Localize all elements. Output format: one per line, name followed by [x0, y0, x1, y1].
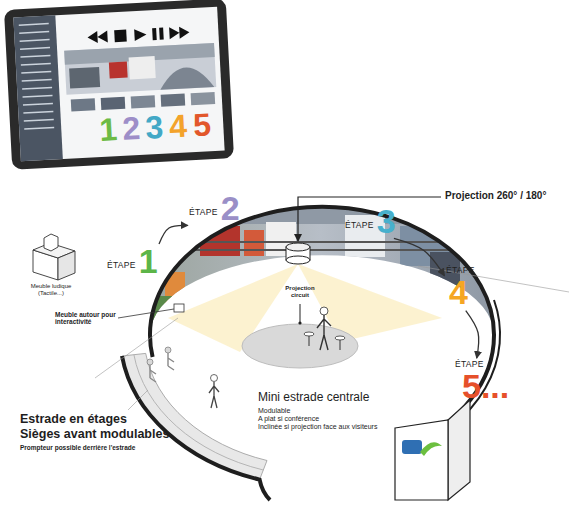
note-text: Modulable — [258, 407, 290, 415]
circular-wall — [150, 207, 494, 446]
step-label: ÉTAPE4 — [446, 266, 475, 309]
step-number: 3 — [377, 205, 396, 237]
callout-text: Projection circuit — [278, 285, 322, 299]
thumbnail — [71, 98, 96, 111]
step-number: 3 — [145, 112, 164, 143]
step-number: 4 — [446, 276, 468, 308]
speaker-figure — [320, 307, 328, 315]
visitor-figure — [168, 353, 174, 370]
note-text: A plat si conférence — [258, 415, 319, 423]
step-arrow — [466, 311, 479, 358]
rewind-icon — [87, 31, 108, 44]
furniture-icon — [44, 234, 58, 251]
sidebar-lines — [19, 24, 54, 129]
projection-ceiling — [140, 200, 500, 224]
step-label: ÉTAPE2 — [189, 192, 240, 224]
thumbnail — [161, 94, 186, 107]
preview-image — [64, 43, 216, 95]
logo-mark — [402, 440, 422, 454]
central-stage — [242, 324, 358, 368]
step-word: ÉTAPE — [107, 261, 136, 277]
stool — [309, 336, 310, 346]
seating-step — [134, 355, 263, 470]
preview-dome — [159, 66, 214, 90]
perspective-line — [128, 390, 148, 410]
entrance-box — [448, 400, 470, 500]
tablet-sidebar — [13, 15, 62, 161]
furniture-icon — [58, 251, 75, 280]
stool — [340, 340, 341, 350]
step-number: 5 — [192, 109, 211, 140]
step-label: ÉTAPE1 — [107, 245, 158, 277]
thumbnail — [131, 95, 156, 108]
play-icon — [134, 29, 147, 42]
stool — [335, 336, 345, 340]
heading-text: Sièges avant modulables — [20, 427, 169, 441]
step-number: 2 — [221, 192, 240, 224]
projection-leader — [298, 197, 441, 241]
note-text: Prompteur possible derrière l'estrade — [20, 444, 135, 451]
speaker-figure — [317, 315, 331, 350]
callout-text: Projection 260° / 180° — [445, 190, 546, 202]
circuit-leader — [298, 321, 301, 324]
step-number: 2 — [122, 113, 141, 144]
heading-text: Mini estrade centrale — [258, 391, 369, 405]
step-label: ÉTAPE5... — [455, 360, 509, 403]
step-number: 1 — [139, 245, 158, 277]
visitor-figure — [211, 375, 218, 382]
preview-block — [129, 56, 156, 79]
step-arrow — [159, 225, 188, 244]
thumbnail — [191, 92, 216, 105]
tablet — [4, 0, 234, 170]
note-text: Meuble autour pour interactivité — [55, 311, 121, 326]
note-text: Inclinée si projection face aux visiteur… — [258, 423, 377, 431]
visitor-figure — [147, 359, 153, 365]
thumbnail — [101, 97, 126, 110]
perspective-line — [95, 318, 178, 378]
step-arrow — [394, 238, 444, 275]
visitor-figure — [150, 365, 156, 382]
stop-icon — [114, 30, 127, 43]
pause-icon — [152, 28, 164, 41]
note-text: Meuble ludique (Tactile...) — [22, 283, 80, 297]
forward-icon — [169, 26, 190, 39]
room-furniture — [174, 304, 184, 312]
logo-mark — [420, 442, 442, 456]
circuit-leader — [300, 304, 301, 322]
step-number: 1 — [99, 114, 118, 145]
step-word: ÉTAPE — [345, 221, 374, 237]
stool — [304, 332, 314, 336]
step-label: ÉTAPE3 — [345, 205, 396, 237]
tiered-seating — [122, 353, 267, 479]
pipes — [175, 242, 475, 250]
projector — [286, 243, 310, 251]
tablet-screen-area — [13, 7, 224, 161]
furniture-leader — [118, 309, 174, 318]
step-number: 5... — [455, 370, 509, 402]
preview-block — [109, 62, 128, 79]
step-word: ÉTAPE — [189, 208, 218, 224]
step-word: ÉTAPE — [455, 360, 484, 369]
visitor-figure — [209, 382, 219, 408]
tablet-screen: 12345 — [4, 0, 234, 170]
heading-text: Estrade en étages — [20, 412, 127, 426]
entrance-box — [395, 420, 448, 500]
perspective-line — [418, 266, 569, 292]
step-word: ÉTAPE — [446, 266, 475, 275]
step-number: 4 — [169, 111, 188, 142]
preview-block — [69, 67, 100, 89]
visitor-figure — [165, 347, 171, 353]
tablet-body — [4, 0, 234, 170]
projector — [286, 256, 310, 264]
